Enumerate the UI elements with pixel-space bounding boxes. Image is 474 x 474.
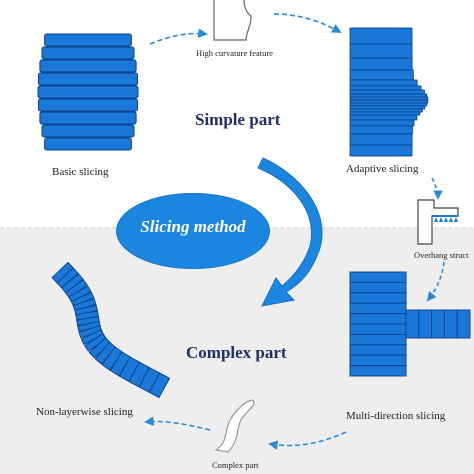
basic-slab: [44, 33, 132, 47]
big-curved-arrow: [257, 157, 323, 307]
spiral-segment: [64, 279, 88, 299]
adaptive-slab: [349, 96, 429, 101]
multidir-arm-segment: [456, 309, 471, 339]
basic-slicing-shape: [37, 33, 139, 151]
support-tooth: [449, 217, 453, 222]
adaptive-slab: [349, 125, 413, 135]
basic-slab: [41, 124, 135, 138]
spiral-segment: [56, 267, 79, 289]
complex-part-title: Complex part: [186, 343, 287, 362]
adaptive-slab: [349, 108, 423, 113]
basic-slab: [37, 98, 139, 112]
slicing-method-ellipse: Slicing method: [116, 193, 270, 269]
adaptive-slab: [349, 99, 429, 104]
high-curvature-shape: [213, 0, 252, 41]
adaptive-slab: [349, 111, 421, 116]
multi-direction-slicing-shape: [349, 271, 471, 377]
arrow-adaptive-to-overhang: [431, 177, 443, 200]
spiral-segment: [148, 372, 171, 399]
support-tooth: [454, 217, 458, 222]
basic-slab: [37, 85, 139, 99]
spiral-segment: [74, 304, 98, 316]
adaptive-slab: [349, 57, 413, 71]
adaptive-slab: [349, 43, 413, 59]
multidir-layer: [349, 333, 407, 346]
adaptive-slab: [349, 119, 415, 127]
spiral-segment: [70, 291, 95, 308]
simple-part-title: Simple part: [195, 110, 281, 129]
spiral-segment: [60, 273, 84, 294]
adaptive-slab: [349, 105, 426, 110]
spiral-segment: [72, 298, 97, 312]
arrow-basic-to-curvature: [149, 28, 208, 45]
multidir-layer: [349, 344, 407, 356]
adaptive-slab: [349, 89, 425, 95]
arrow-overhang-to-multidir: [426, 261, 445, 302]
adaptive-slab: [349, 102, 428, 107]
multidir-arm-segment: [418, 309, 433, 339]
adaptive-slicing-label: Adaptive slicing: [346, 163, 419, 175]
adaptive-slab: [349, 93, 428, 98]
multidir-arm-segment: [431, 309, 445, 339]
multidir-layer: [349, 292, 407, 304]
adaptive-slab: [349, 85, 422, 91]
multi-direction-label: Multi-direction slicing: [346, 410, 446, 422]
support-tooth: [444, 217, 448, 222]
overhang-label: Overhang struct: [414, 250, 469, 260]
arrow-complex-to-nonlayer: [144, 416, 211, 431]
slicing-method-label: Slicing method: [140, 217, 246, 236]
basic-slab: [37, 72, 139, 86]
complex-part-shape: [214, 399, 255, 453]
multidir-layer: [349, 365, 407, 377]
adaptive-slab: [349, 27, 413, 45]
adaptive-slab: [349, 133, 413, 146]
adaptive-slicing-shape: [349, 27, 429, 157]
adaptive-slab: [349, 114, 418, 121]
arrow-curvature-to-adaptive: [273, 13, 342, 33]
basic-slicing-label: Basic slicing: [52, 166, 109, 178]
adaptive-slab: [349, 144, 413, 157]
support-tooth: [434, 217, 438, 222]
multidir-layer: [349, 271, 407, 283]
complex-part-label: Complex part: [212, 460, 259, 470]
multidir-layer: [349, 313, 407, 325]
adaptive-slab: [349, 69, 414, 81]
multidir-layer: [349, 323, 407, 335]
multidir-arm-segment: [443, 309, 458, 339]
support-tooth: [439, 217, 443, 222]
basic-slab: [41, 46, 135, 60]
non-layerwise-label: Non-layerwise slicing: [36, 406, 133, 418]
adaptive-slab: [349, 79, 418, 87]
multidir-layer: [349, 281, 407, 294]
overhang-shape: [417, 199, 459, 245]
basic-slab: [44, 137, 132, 151]
spiral-segment: [68, 285, 92, 303]
multidir-layer: [349, 302, 407, 315]
multidir-layer: [349, 354, 407, 367]
non-layerwise-slicing-shape: [51, 261, 171, 399]
high-curvature-label: High curvature feature: [196, 48, 273, 58]
basic-slab: [39, 59, 137, 73]
multidir-arm-segment: [405, 309, 420, 339]
basic-slab: [39, 111, 137, 125]
